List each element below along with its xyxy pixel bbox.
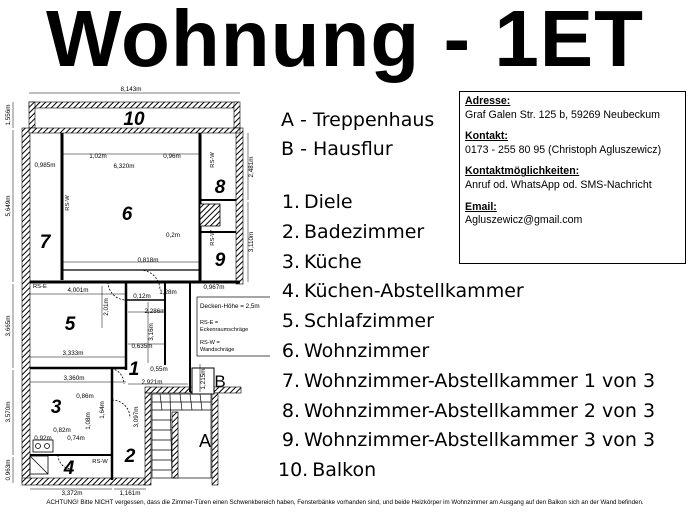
dim-left-height: 5,649m	[5, 195, 12, 216]
dim-0635: 0,635m	[131, 343, 152, 350]
note-rsw-2: Wandschräge	[200, 347, 234, 353]
dim-0818: 0,818m	[137, 257, 158, 264]
door-swings	[57, 269, 161, 470]
dim-108: 1,08m	[85, 412, 92, 430]
room-numbers: 10 6 7 8 9 5 1 3 2 4 B A	[40, 109, 226, 479]
room-a-label: A	[199, 431, 211, 451]
list-item: 3.Küche	[281, 250, 362, 273]
dim-086: 0,86m	[76, 393, 94, 400]
contact-label: Kontakt:	[465, 130, 508, 143]
dim-0967: 0,967m	[203, 284, 224, 291]
dim-0963: 0,963m	[5, 459, 12, 480]
options-value: Anruf od. WhatsApp od. SMS-Nachricht	[465, 178, 652, 191]
dim-3333: 3,333m	[62, 350, 83, 357]
dim-0985: 0,985m	[34, 162, 55, 169]
note-rse-2: Eckenraumschräge	[200, 327, 248, 333]
room-3-label: 3	[51, 397, 62, 418]
room-4-label: 4	[63, 458, 75, 479]
list-item: 4.Küchen-Abstellkammer	[281, 280, 524, 303]
dim-balcony-depth: 1,556m	[5, 104, 12, 125]
dim-082: 0,82m	[53, 427, 71, 434]
options-label: Kontaktmöglichkeiten:	[465, 165, 580, 178]
list-item: 10.Balkon	[278, 459, 377, 482]
list-item: 2.Badezimmer	[281, 220, 425, 243]
address-value: Graf Galen Str. 125 b, 59269 Neubeckum	[465, 108, 660, 121]
email-label: Email:	[465, 200, 497, 213]
room-5-label: 5	[65, 314, 76, 335]
dim-02: 0,2m	[166, 232, 180, 239]
dimension-lines	[12, 92, 249, 490]
list-item: 6.Wohnzimmer	[281, 339, 430, 362]
dim-3360: 3,360m	[63, 375, 84, 382]
phone-value: 0173 - 255 80 95 (Christoph Agluszewicz)	[465, 143, 662, 156]
room-7-label: 7	[40, 232, 52, 253]
dim-074: 0,74m	[67, 435, 85, 442]
wall-annotations: RS-W RS-W RS-W RS-W RS-E	[33, 152, 216, 465]
note-ceiling: Decken-Höhe = 2,5m	[200, 303, 260, 310]
dim-2286: 2,286m	[144, 308, 165, 315]
interior-walls	[28, 127, 241, 480]
list-item: 7.Wohnzimmer-Abstellkammer 1 von 3	[281, 369, 656, 392]
dim-012: 0,12m	[133, 293, 151, 300]
rsw-left: RS-W	[65, 195, 71, 211]
room-8-label: 8	[215, 177, 226, 198]
dim-top-width: 8,143m	[120, 86, 141, 93]
dim-164: 1,64m	[99, 401, 106, 419]
list-item: 9.Wohnzimmer-Abstellkammer 3 von 3	[281, 429, 656, 452]
note-rsw-1: RS-W =	[200, 340, 220, 346]
rsw-kitchen: RS-W	[92, 459, 108, 465]
legend-a: A - Treppenhaus	[281, 109, 435, 131]
room-list: 1.Diele 2.Badezimmer 3.Küche 4.Küchen-Ab…	[270, 188, 655, 486]
address-label: Adresse:	[465, 95, 511, 107]
list-item: 5.Schlafzimmer	[281, 310, 434, 333]
dim-055: 0,55m	[150, 366, 168, 373]
kitchen-fixtures	[29, 439, 54, 475]
contact-box: Adresse: Graf Galen Str. 125 b, 59269 Ne…	[459, 91, 686, 264]
dim-3110: 3,110m	[248, 232, 255, 253]
dimension-labels: 8,143m 1,556m 5,649m 3,665m 3,570m 0,963…	[5, 86, 255, 497]
plan-notes: Decken-Höhe = 2,5m RS-E = Eckenraumschrä…	[196, 296, 270, 357]
dim-092: 0,92m	[34, 435, 52, 442]
footer-note: ACHTUNG! Bitte NICHT vergessen, dass die…	[46, 499, 644, 506]
room-6-label: 6	[122, 204, 133, 225]
rsw-right-bottom: RS-W	[210, 230, 216, 246]
dim-3570: 3,570m	[5, 401, 12, 422]
page-title: Wohnung - 1ET	[45, 0, 645, 83]
rsw-right-top: RS-W	[210, 152, 216, 168]
dim-1215: 1,215m	[200, 368, 207, 389]
floor-plan: 10 6 7 8 9 5 1 3 2 4 B A 8,143m 1,556m 5…	[5, 86, 270, 497]
dim-316: 3,16m	[148, 323, 155, 341]
room-10-label: 10	[123, 109, 145, 130]
dim-102: 1,02m	[89, 153, 107, 160]
dim-3665: 3,665m	[5, 315, 12, 336]
dim-201: 2,01m	[103, 298, 110, 316]
dim-1161: 1,161m	[119, 490, 140, 497]
list-item: 8.Wohnzimmer-Abstellkammer 2 von 3	[281, 399, 656, 422]
dim-096: 0,96m	[163, 153, 181, 160]
dim-128: 1,28m	[159, 289, 177, 296]
dim-6320: 6,320m	[113, 163, 134, 170]
note-rse-1: RS-E =	[200, 320, 218, 326]
dim-3097: 3,097m	[133, 406, 140, 427]
list-item: 1.Diele	[281, 191, 353, 213]
dim-2921: 2,921m	[141, 379, 162, 386]
staircase	[151, 393, 212, 479]
rse-label: RS-E	[33, 284, 47, 290]
room-2-label: 2	[124, 446, 136, 467]
dim-3372: 3,372m	[61, 490, 82, 497]
dim-2481: 2,481m	[248, 156, 255, 177]
room-9-label: 9	[215, 250, 226, 271]
room-b-label: B	[214, 372, 225, 391]
email-value: Agluszewicz@gmail.com	[465, 214, 583, 227]
legend-b: B - Hausflur	[281, 138, 393, 160]
room-1-label: 1	[129, 359, 140, 380]
dim-4001: 4,001m	[67, 287, 88, 294]
